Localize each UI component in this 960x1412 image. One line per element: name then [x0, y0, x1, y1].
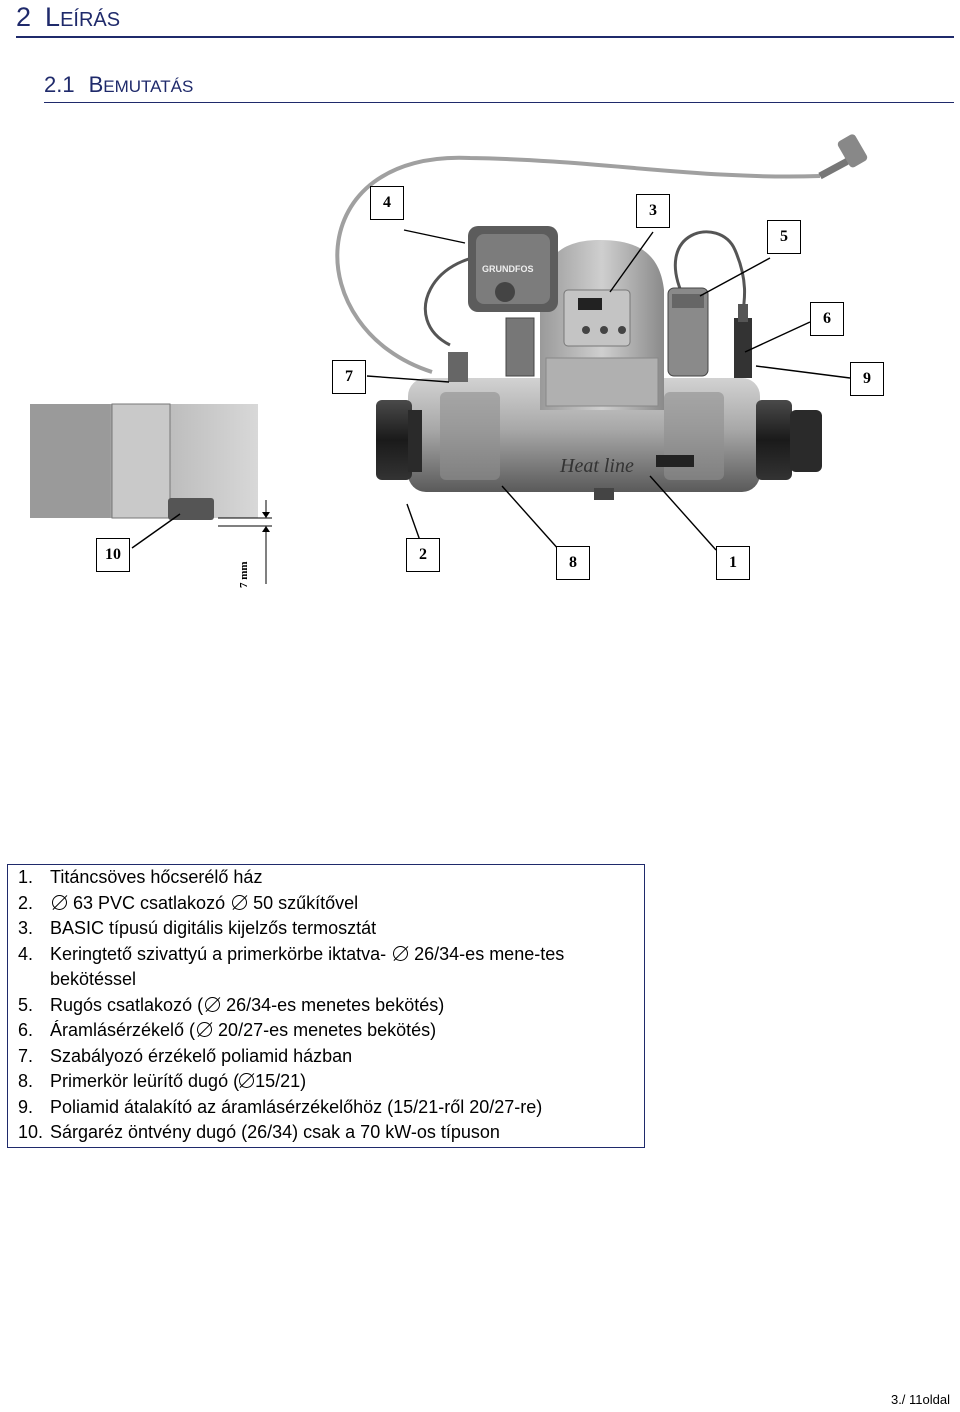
- spring-connector: [667, 287, 709, 377]
- diameter-icon: [393, 945, 409, 961]
- callout-7: 7: [332, 360, 366, 394]
- legend-item: 3.BASIC típusú digitális kijelzős termos…: [18, 918, 377, 938]
- dimension-label: 7 mm: [238, 561, 250, 588]
- legend-item: 10.Sárgaréz öntvény dugó (26/34) csak a …: [18, 1122, 500, 1142]
- callout-3: 3: [636, 194, 670, 228]
- parts-legend: 1.Titáncsöves hőcserélő ház 2.63 PVC csa…: [7, 864, 645, 1148]
- legend-item: 2.63 PVC csatlakozó 50 szűkítővel: [18, 892, 359, 913]
- callout-2: 2: [406, 538, 440, 572]
- subsection-title-rest: EMUTATÁS: [103, 77, 194, 96]
- diameter-icon: [239, 1073, 255, 1088]
- product-figure: Heat line GRUNDFOS: [0, 120, 960, 620]
- legend-item: 1.Titáncsöves hőcserélő ház: [18, 867, 263, 887]
- callout-9: 9: [850, 362, 884, 396]
- callout-8: 8: [556, 546, 590, 580]
- legend-item: 7.Szabályozó érzékelő poliamid házban: [18, 1045, 353, 1066]
- subsection-number: 2.1: [44, 72, 75, 97]
- left-union: [376, 400, 412, 480]
- diameter-icon: [205, 996, 221, 1012]
- power-cable: [335, 155, 821, 374]
- callout-1: 1: [716, 546, 750, 580]
- callout-4: 4: [370, 186, 404, 220]
- flow-sensor: [734, 318, 752, 378]
- legend-item: 8.Primerkör leürítő dugó (15/21): [18, 1071, 307, 1091]
- diameter-icon: [197, 1022, 213, 1037]
- callout-6: 6: [810, 302, 844, 336]
- callout-10: 10: [96, 538, 130, 572]
- right-union: [756, 400, 792, 480]
- callout-5: 5: [767, 220, 801, 254]
- section-title-rest: EÍRÁS: [60, 9, 121, 31]
- drain-plug: [594, 488, 614, 500]
- regulator-sensor: [448, 352, 468, 382]
- page-number: 3./ 11oldal: [890, 1392, 950, 1407]
- subsection-title-initial: B: [88, 72, 104, 97]
- legend-item: 6.Áramlásérzékelő (20/27-es menetes bekö…: [18, 1020, 437, 1040]
- power-plug: [837, 134, 868, 168]
- legend-item: 5.Rugós csatlakozó (26/34-es menetes bek…: [18, 994, 445, 1015]
- diameter-icon: [52, 894, 67, 910]
- legend-item: 9.Poliamid átalakító az áramlásérzékelőh…: [18, 1096, 543, 1117]
- legend-item: 4.Keringtető szivattyú a primerkörbe ikt…: [18, 943, 565, 990]
- section-title-initial: L: [45, 2, 61, 32]
- pump-brand-label: GRUNDFOS: [482, 264, 534, 274]
- heat-exchanger-photo: Heat line GRUNDFOS: [30, 134, 868, 584]
- brand-label: Heat line: [559, 455, 634, 477]
- diameter-icon: [232, 894, 248, 910]
- section-number: 2: [16, 2, 32, 32]
- brass-plug-detail: [168, 498, 214, 520]
- subsection-heading: 2.1 BEMUTATÁS: [44, 70, 954, 103]
